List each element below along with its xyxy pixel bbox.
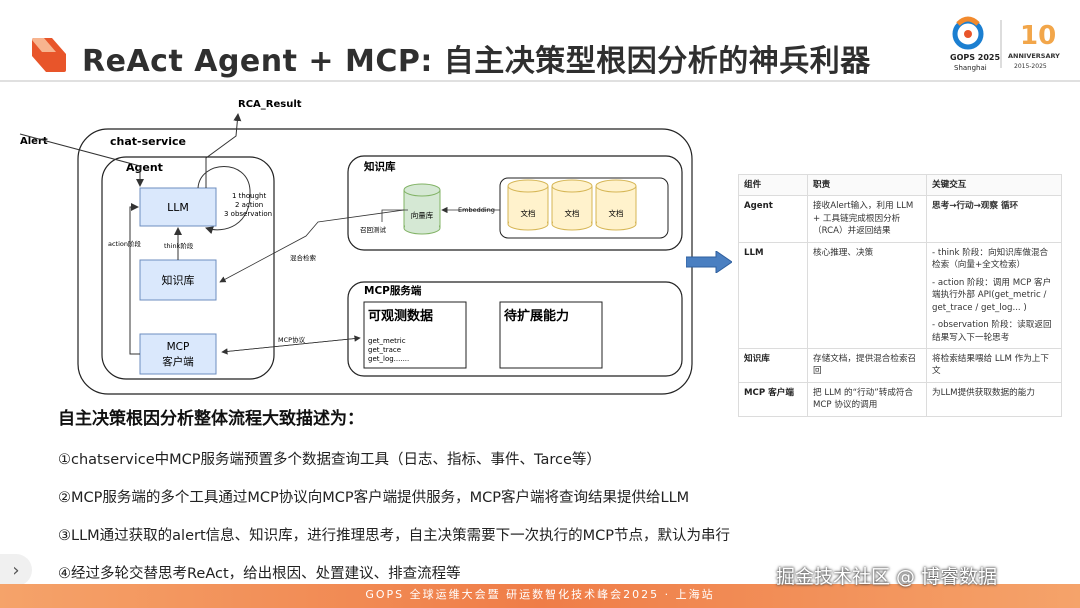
agent-label: Agent xyxy=(126,161,163,174)
flow-step-4: ④经过多轮交替思考ReAct，给出根因、处置建议、排查流程等 xyxy=(58,566,461,582)
agent-box xyxy=(101,156,275,380)
vector-db-label: 向量库 xyxy=(411,210,434,220)
cell-duty: 把 LLM 的“行动”转成符合 MCP 协议的调用 xyxy=(807,381,927,417)
cell-duty: 接收Alert输入，利用 LLM + 工具链完成根因分析（RCA）并返回结果 xyxy=(807,195,927,243)
doc-label-1: 文档 xyxy=(521,208,536,218)
footer-bar xyxy=(0,584,1080,608)
doc-cylinder-1 xyxy=(507,179,549,231)
cell-interaction: 将检索结果喂给 LLM 作为上下文 xyxy=(926,347,1062,383)
mcp-server-panel xyxy=(347,281,683,377)
vector-db-cylinder xyxy=(403,183,441,235)
right-arrow-icon xyxy=(686,251,732,273)
title-divider xyxy=(0,80,1080,82)
logo-number: 10 xyxy=(1020,21,1056,51)
table-row: Agent 接收Alert输入，利用 LLM + 工具链完成根因分析（RCA）并… xyxy=(738,195,1062,243)
slide-title: ReAct Agent + MCP: 自主决策型根因分析的神兵利器 xyxy=(82,44,871,79)
cell-interaction: 为LLM提供获取数据的能力 xyxy=(926,381,1062,417)
think-stage-label: think阶段 xyxy=(164,241,194,250)
knowledge-node-label: 知识库 xyxy=(162,273,195,287)
title-accent-icon xyxy=(32,38,66,72)
table-row: LLM 核心推理、决策 - think 阶段：向知识库做混合检索（向量+全文检索… xyxy=(738,241,1062,349)
table-header-interaction: 关键交互 xyxy=(926,173,1062,197)
logo-city: Shanghai xyxy=(954,64,987,72)
extend-capability-title: 待扩展能力 xyxy=(503,308,569,324)
logo-years: 2015-2025 xyxy=(1014,63,1047,70)
knowledge-panel xyxy=(347,155,683,251)
knowledge-panel-label: 知识库 xyxy=(364,160,396,173)
cell-interaction: 思考→行动→观察 循环 xyxy=(926,195,1062,243)
logo-anniversary: ANNIVERSARY xyxy=(1008,52,1060,60)
component-table: 组件 职责 关键交互 Agent 接收Alert输入，利用 LLM + 工具链完… xyxy=(738,173,1062,417)
interaction-line: - think 阶段：向知识库做混合检索（向量+全文检索） xyxy=(932,247,1049,271)
flow-description-heading: 自主决策根因分析整体流程大致描述为： xyxy=(58,409,364,429)
next-slide-button[interactable]: › xyxy=(0,554,32,586)
flow-step-1: ①chatservice中MCP服务端预置多个数据查询工具（日志、指标、事件、T… xyxy=(58,452,601,468)
tool-get-metric: get_metric xyxy=(368,337,406,345)
flow-step-2: ②MCP服务端的多个工具通过MCP协议向MCP客户端提供服务，MCP客户端将查询… xyxy=(58,490,690,506)
table-row: MCP 客户端 把 LLM 的“行动”转成符合 MCP 协议的调用 为LLM提供… xyxy=(738,381,1062,417)
mcp-protocol-label: MCP协议 xyxy=(278,335,306,344)
cell-duty: 存储文档，提供混合检索召回 xyxy=(807,347,927,383)
loop-thought: 1 thought xyxy=(232,192,266,200)
llm-node xyxy=(139,187,217,227)
logo-graphic: 10 ANNIVERSARY 2015-2025 GOPS 2025 Shang… xyxy=(950,16,1060,72)
table-header-row: 组件 职责 关键交互 xyxy=(738,173,1062,197)
loop-action: 2 action xyxy=(235,201,263,209)
react-loop-arrow xyxy=(197,166,251,235)
footer-text: GOPS 全球运维大会暨 研运数智化技术峰会2025 · 上海站 xyxy=(365,588,715,601)
doc-cylinder-3 xyxy=(595,179,637,231)
cell-interaction: - think 阶段：向知识库做混合检索（向量+全文检索） - action 阶… xyxy=(926,241,1062,349)
mcp-client-label-1: MCP xyxy=(167,341,190,353)
architecture-diagram: chat-service Agent LLM 1 thought 2 actio… xyxy=(19,99,693,395)
flow-step-3: ③LLM通过获取的alert信息、知识库，进行推理思考，自主决策需要下一次执行的… xyxy=(58,528,731,544)
mcp-server-label: MCP服务端 xyxy=(364,284,422,297)
interaction-line: 为LLM提供获取数据的能力 xyxy=(932,387,1035,398)
cell-duty: 核心推理、决策 xyxy=(807,241,927,349)
doc-label-3: 文档 xyxy=(609,208,624,218)
doc-label-2: 文档 xyxy=(565,208,580,218)
chevron-right-icon: › xyxy=(12,559,20,581)
mcp-client-label-2: 客户端 xyxy=(162,355,194,368)
alert-label: Alert xyxy=(20,136,48,147)
watermark: 掘金技术社区 @ 博睿数据 xyxy=(776,566,998,588)
llm-label: LLM xyxy=(167,201,189,214)
tool-get-trace: get_trace xyxy=(368,346,401,354)
extend-capability-box xyxy=(499,301,603,369)
hybrid-search-label: 混合检索 xyxy=(290,253,317,262)
interaction-line: - observation 阶段：读取返回结果写入下一轮思考 xyxy=(932,320,1052,343)
embedding-label: Embedding xyxy=(458,206,495,214)
cell-component: LLM xyxy=(738,241,808,349)
observable-data-title: 可观测数据 xyxy=(368,308,433,324)
tool-get-log: get_log....... xyxy=(368,355,409,363)
action-stage-label: action阶段 xyxy=(108,239,142,248)
doc-cylinder-2 xyxy=(551,179,593,231)
interaction-line: 将检索结果喂给 LLM 作为上下文 xyxy=(932,353,1049,377)
recall-test-label: 召回测试 xyxy=(360,225,387,234)
knowledge-node xyxy=(139,259,217,301)
mcp-client-node xyxy=(139,333,217,375)
rca-result-label: RCA_Result xyxy=(238,99,302,110)
cell-component: Agent xyxy=(738,195,808,243)
interaction-line: 思考→行动→观察 循环 xyxy=(932,201,1019,212)
gops-logo: 10 ANNIVERSARY 2015-2025 GOPS 2025 Shang… xyxy=(948,12,1068,76)
interaction-line: - action 阶段：调用 MCP 客户端执行外部 API(get_metri… xyxy=(932,277,1052,313)
cell-component: MCP 客户端 xyxy=(738,381,808,417)
observable-data-box xyxy=(363,301,467,369)
table-header-component: 组件 xyxy=(738,173,808,197)
logo-event: GOPS 2025 xyxy=(950,53,1000,62)
loop-observation: 3 observation xyxy=(224,210,272,218)
cell-component: 知识库 xyxy=(738,347,808,383)
table-header-duty: 职责 xyxy=(807,173,927,197)
chat-service-label: chat-service xyxy=(110,135,186,148)
table-row: 知识库 存储文档，提供混合检索召回 将检索结果喂给 LLM 作为上下文 xyxy=(738,347,1062,383)
doc-group-box xyxy=(499,177,669,239)
